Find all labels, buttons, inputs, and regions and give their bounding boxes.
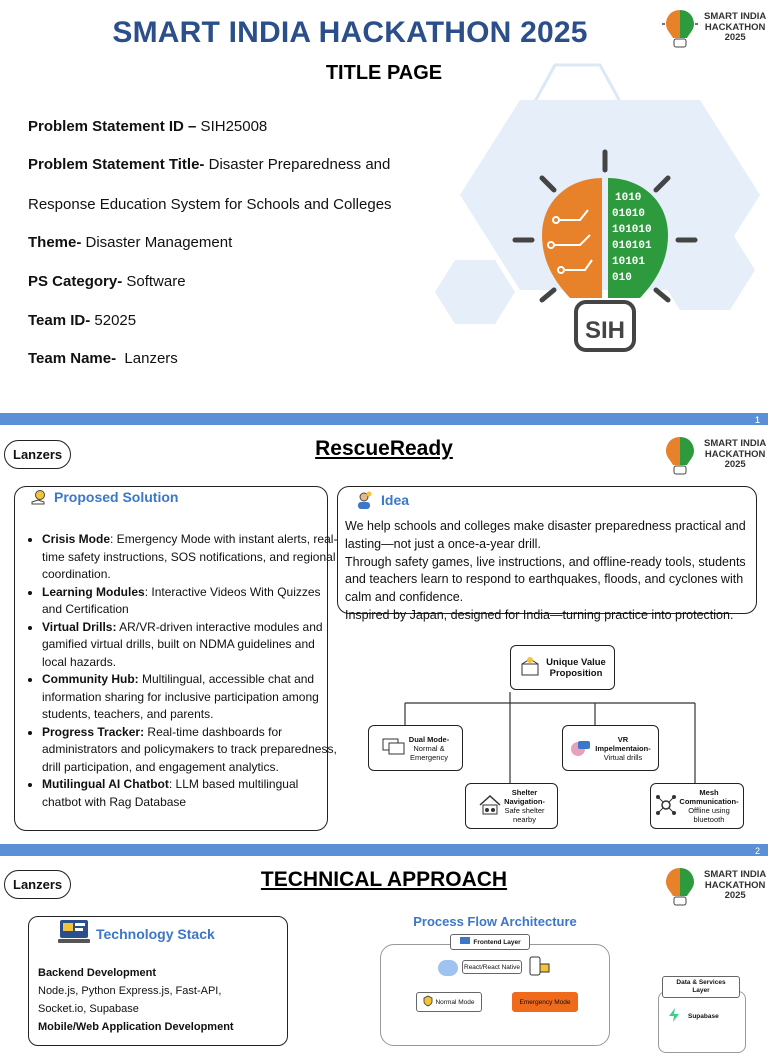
binary-line: 1010 (615, 192, 641, 204)
process-flow-title: Process Flow Architecture (413, 914, 577, 929)
logo-text: SMART INDIA HACKATHON 2025 (704, 869, 767, 902)
list-item: Progress Tracker: Real-time dashboards f… (42, 724, 338, 777)
team-badge: Lanzers (4, 440, 72, 469)
frontend-layer-label: Frontend Layer (450, 934, 530, 950)
monitor-icon (382, 737, 406, 759)
idea-text: We help schools and colleges make disast… (345, 519, 746, 622)
brain-bulb-icon (666, 868, 694, 906)
monitor-icon (459, 936, 471, 948)
list-item: Learning Modules: Interactive Videos Wit… (42, 584, 338, 619)
nextjs-logo-icon (438, 960, 458, 976)
react-native-label: React/React Native (462, 960, 522, 974)
slide-divider (0, 413, 768, 427)
emergency-mode-label: Emergency Mode (512, 992, 578, 1012)
proposed-solution-header: Proposed Solution (30, 488, 178, 506)
technical-slide: Lanzers TECHNICAL APPROACH SMART INDIA H… (0, 856, 768, 1053)
proposed-solution-box (14, 486, 328, 831)
binary-line: 10101 (612, 256, 645, 268)
slide-heading: RescueReady (315, 437, 453, 460)
mobile-app-icon (528, 956, 550, 983)
team-name-row: Team Name- Lanzers (28, 350, 178, 367)
list-item: Mutilingual AI Chatbot: LLM based multil… (42, 776, 338, 811)
sih-logo: SMART INDIA HACKATHON 2025 (660, 433, 766, 477)
shelter-icon (478, 793, 502, 819)
dual-mode-node: Dual Mode-Normal &Emergency (368, 725, 463, 771)
box-icon (519, 655, 541, 680)
normal-mode-label: Normal Mode (416, 992, 482, 1012)
brain-illustration: 1010 01010 101010 010101 10101 010 SIH (435, 63, 760, 352)
lightbulb-hand-icon (30, 488, 48, 506)
person-idea-icon (355, 491, 373, 509)
page-title: SMART INDIA HACKATHON 2025 (112, 16, 588, 49)
binary-line: 010101 (612, 240, 652, 252)
list-item: Crisis Mode: Emergency Mode with instant… (42, 531, 338, 584)
vr-headset-icon (570, 736, 592, 760)
idea-box (337, 486, 757, 614)
team-id-row: Team ID- 52025 (28, 312, 137, 329)
category-row: PS Category- Software (28, 273, 186, 290)
backend-section: Backend Development Node.js, Python Expr… (38, 967, 234, 1033)
list-item: Community Hub: Multilingual, accessible … (42, 671, 338, 724)
binary-line: 01010 (612, 208, 645, 220)
supabase-item: Supabase (668, 1008, 719, 1024)
code-laptop-icon (58, 918, 90, 949)
shield-icon (423, 995, 433, 1009)
slide-heading: TECHNICAL APPROACH (260, 868, 508, 891)
slide-divider-with-page: 2 (0, 844, 768, 858)
supabase-bolt-icon (668, 1008, 680, 1024)
binary-line: 010 (612, 272, 632, 284)
brain-bulb-icon (662, 10, 698, 48)
title-slide: SMART INDIA HACKATHON 2025 SMART INDIA H… (0, 0, 768, 413)
logo-text: SMART INDIA HACKATHON 2025 (704, 438, 767, 471)
list-item: Virtual Drills: AR/VR-driven interactive… (42, 619, 338, 672)
ps-id-row: Problem Statement ID – SIH25008 (28, 118, 268, 135)
page-number: 1 (754, 415, 760, 425)
page-number: 1 (754, 415, 760, 425)
solution-list: Crisis Mode: Emergency Mode with instant… (28, 531, 338, 811)
network-icon (655, 794, 677, 818)
idea-header: Idea (355, 491, 409, 509)
uvp-connectors (404, 692, 696, 785)
theme-row: Theme- Disaster Management (28, 234, 233, 251)
logo-text: SMART INDIA HACKATHON 2025 (704, 11, 767, 44)
sih-logo: SMART INDIA HACKATHON 2025 (660, 6, 766, 50)
team-badge: Lanzers (4, 870, 72, 899)
ps-title-row-2: Response Education System for Schools an… (28, 196, 392, 213)
page-subtitle: TITLE PAGE (325, 62, 443, 84)
data-services-label: Data & Services Layer (662, 976, 740, 998)
solution-slide: 1 Lanzers RescueReady SMART INDIA HACKAT… (0, 415, 768, 836)
brain-bulb-icon (666, 437, 694, 475)
ps-title-row: Problem Statement Title- Disaster Prepar… (28, 156, 391, 173)
technology-stack-header: Technology Stack (58, 918, 215, 949)
sih-logo: SMART INDIA HACKATHON 2025 (660, 864, 766, 908)
sih-brain-text: SIH (585, 317, 625, 344)
binary-line: 101010 (612, 224, 652, 236)
